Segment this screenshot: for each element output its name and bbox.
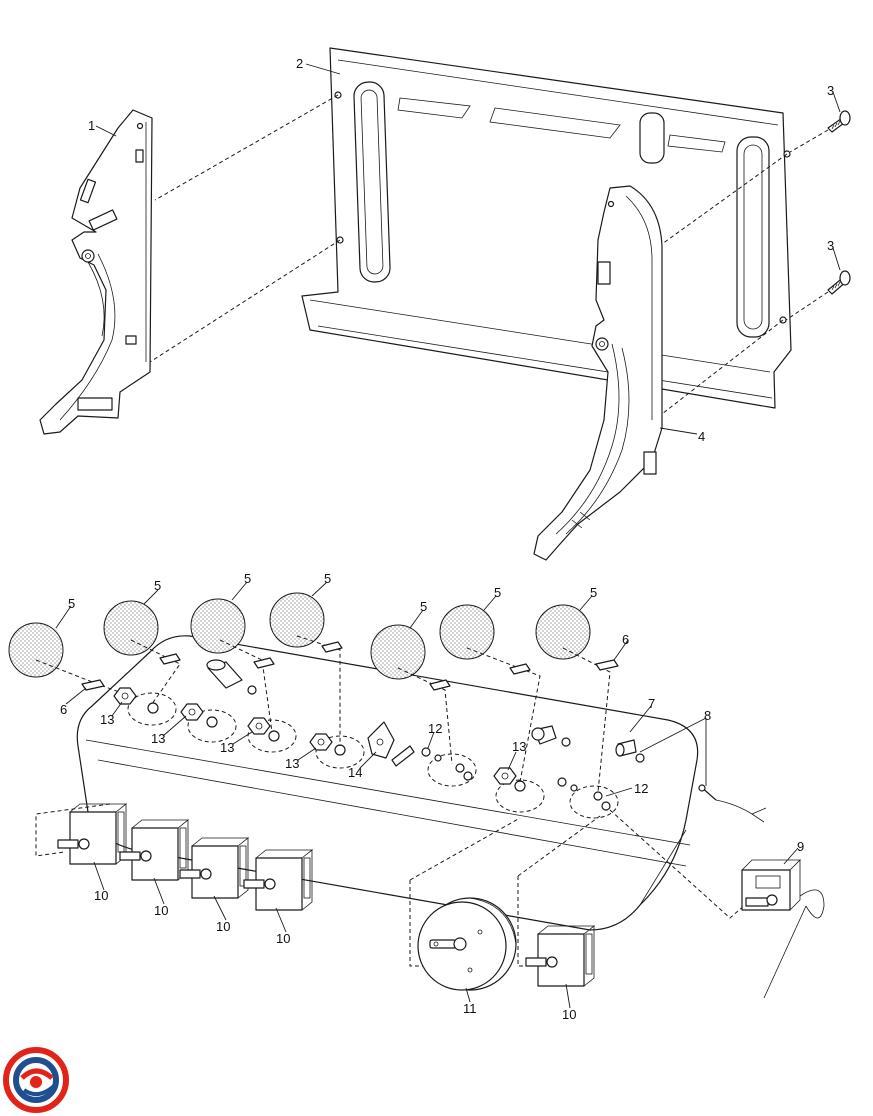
lens-pin-right [531, 725, 571, 747]
assembly-lines-upper [149, 94, 829, 415]
nut-4 [309, 733, 333, 751]
nut-1 [113, 687, 137, 705]
indicator-lamp [615, 739, 767, 823]
control-panel [76, 635, 699, 931]
callout-knob-1: 5 [68, 596, 75, 611]
callout-knob-3: 5 [244, 571, 251, 586]
callout-nut-1: 13 [100, 712, 114, 727]
callout-labels: 1 2 3 3 4 5 5 5 5 5 5 5 6 6 7 8 9 10 10 … [60, 56, 834, 1022]
nut-5 [493, 767, 517, 785]
callout-panel-bracket-left: 1 [88, 118, 95, 133]
callout-switch-5: 10 [562, 1007, 576, 1022]
back-plate [301, 47, 792, 409]
callout-switch-4: 10 [276, 931, 290, 946]
callout-timer: 11 [463, 1001, 477, 1016]
knob-3 [190, 598, 246, 654]
callout-nut-4: 13 [285, 756, 299, 771]
callout-control-panel: 7 [648, 696, 655, 711]
callout-screw-lower: 3 [827, 238, 834, 253]
assembly-lines-knobs [35, 635, 611, 793]
callout-back-plate: 2 [296, 56, 303, 71]
callout-switch-1: 10 [94, 888, 108, 903]
switch-1 [57, 803, 128, 865]
clip-set [159, 641, 531, 691]
callout-spacer-1: 12 [428, 721, 442, 736]
screw-lower [827, 270, 851, 295]
callout-thermostat: 9 [797, 839, 804, 854]
panel-holes [127, 692, 619, 819]
brand-logo-icon [3, 1047, 69, 1113]
callout-knob-7: 5 [590, 585, 597, 600]
callout-switch-3: 10 [216, 919, 230, 934]
lens-pin-left [206, 659, 257, 695]
callout-switch-2: 10 [154, 903, 168, 918]
ignition-switch [367, 721, 415, 767]
panel-bracket-right [533, 185, 663, 561]
knob-1 [8, 622, 64, 678]
nut-3 [247, 717, 271, 735]
knob-5 [370, 624, 426, 680]
clip-left [81, 679, 105, 691]
callout-knob-5: 5 [420, 599, 427, 614]
knob-4 [269, 592, 325, 648]
callout-knob-4: 5 [324, 571, 331, 586]
switch-4 [243, 849, 314, 911]
callout-clip-left: 6 [60, 702, 67, 717]
knob-7 [535, 604, 591, 660]
callout-knob-2: 5 [154, 578, 161, 593]
clip-right [595, 659, 619, 671]
knob-2 [103, 600, 159, 656]
callout-spacer-2: 12 [634, 781, 648, 796]
callout-ignition-switch: 14 [348, 765, 362, 780]
knob-6 [439, 604, 495, 660]
screw-upper [827, 110, 851, 133]
callout-nut-3: 13 [220, 740, 234, 755]
timer [417, 897, 517, 991]
switch-5 [525, 925, 596, 987]
spacer-2 [557, 777, 578, 792]
panel-bracket-left [39, 109, 153, 435]
switch-2 [119, 819, 190, 881]
callout-knob-6: 5 [494, 585, 501, 600]
callout-clip-right: 6 [622, 632, 629, 647]
leader-lines [55, 63, 841, 1009]
assembly-lines-switches [35, 803, 747, 967]
callout-nut-2: 13 [151, 731, 165, 746]
spacer-1 [421, 747, 442, 762]
callout-indicator-lamp: 8 [704, 708, 711, 723]
nut-2 [180, 703, 204, 721]
callout-nut-5: 13 [512, 739, 526, 754]
switch-3 [179, 837, 250, 899]
callout-screw-upper: 3 [827, 83, 834, 98]
thermostat [741, 859, 825, 999]
callout-panel-bracket-right: 4 [698, 429, 705, 444]
